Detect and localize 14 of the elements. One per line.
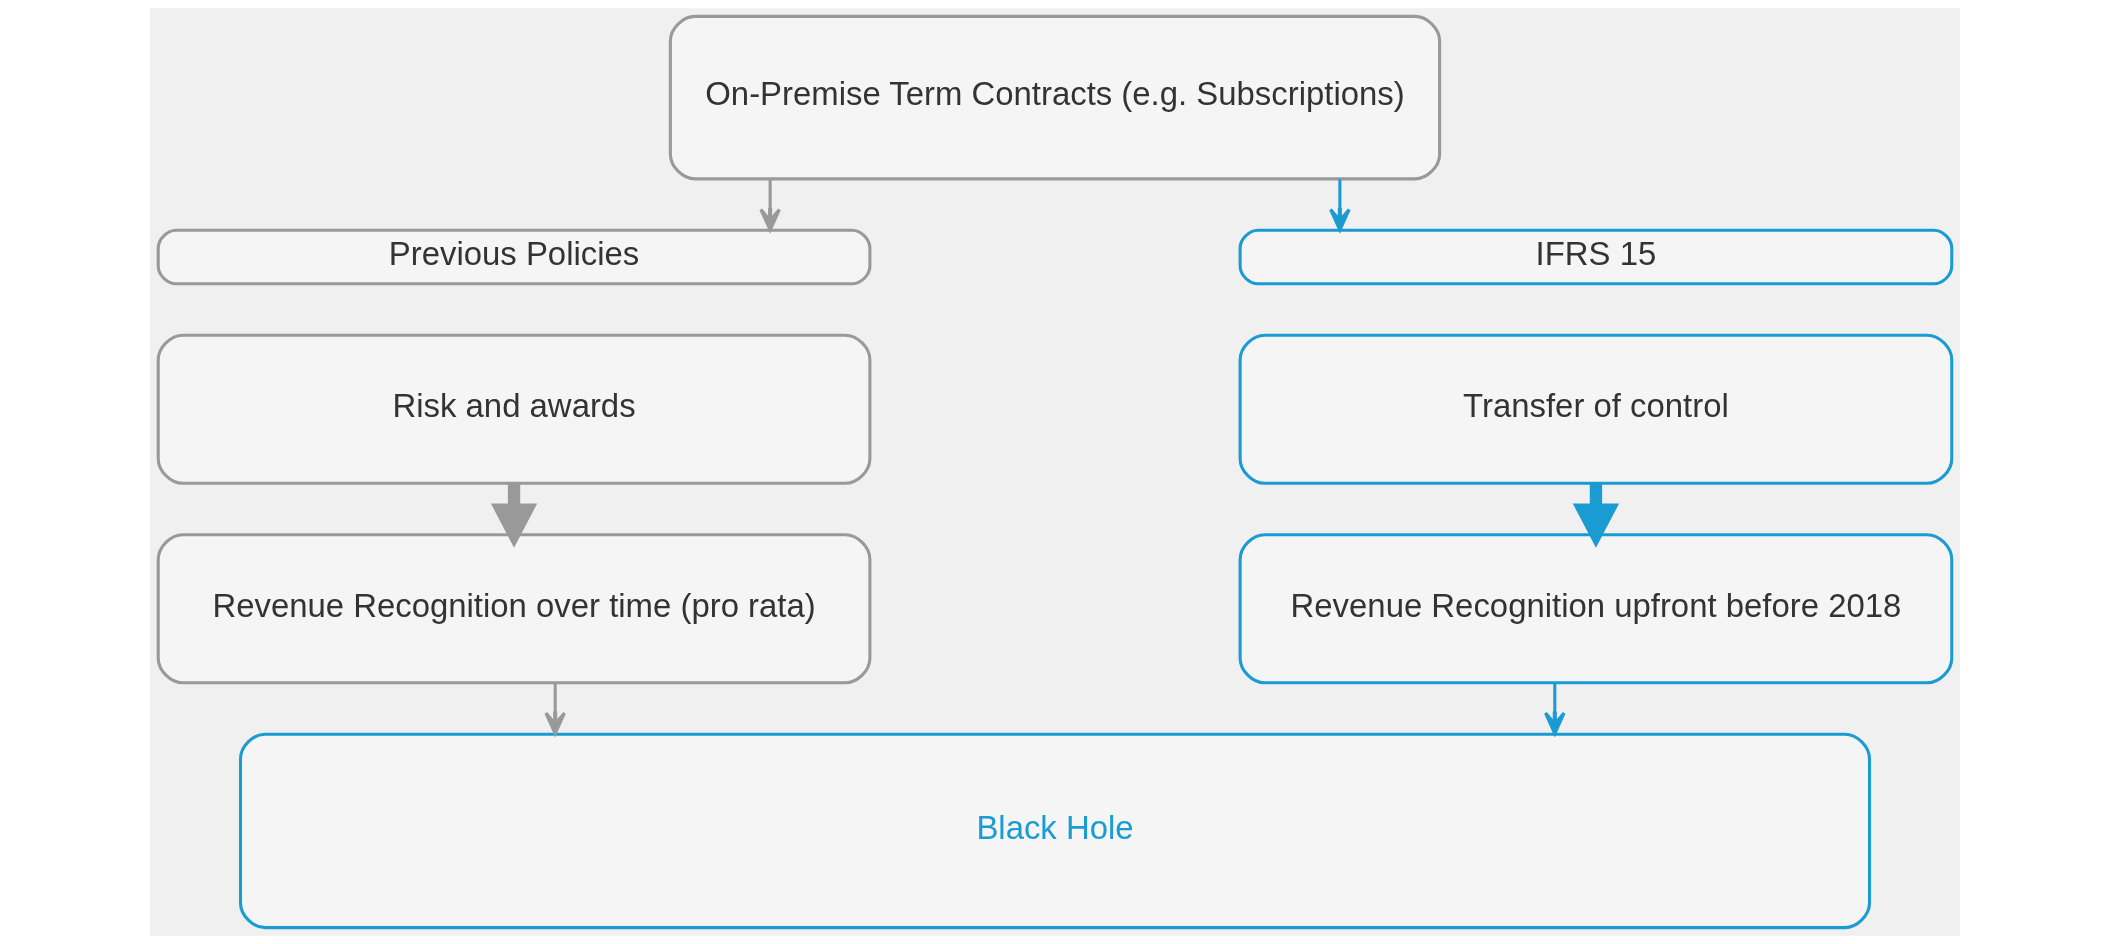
node-box: IFRS 15	[1238, 228, 1953, 286]
arrow	[758, 179, 781, 232]
node-box: Black Hole	[238, 732, 1871, 930]
node-box: Revenue Recognition upfront before 2018	[1238, 533, 1953, 685]
arrow	[1328, 179, 1351, 232]
arrow	[1543, 683, 1566, 736]
node-box: On-Premise Term Contracts (e.g. Subscriptions)	[668, 14, 1441, 181]
arrow	[490, 483, 537, 548]
arrow	[1572, 483, 1619, 548]
node-box: Revenue Recognition over time (pro rata)	[156, 533, 871, 685]
node-box: Previous Policies	[156, 228, 871, 286]
node-box: Transfer of control	[1238, 333, 1953, 485]
node-box: Risk and awards	[156, 333, 871, 485]
arrow	[543, 683, 566, 736]
